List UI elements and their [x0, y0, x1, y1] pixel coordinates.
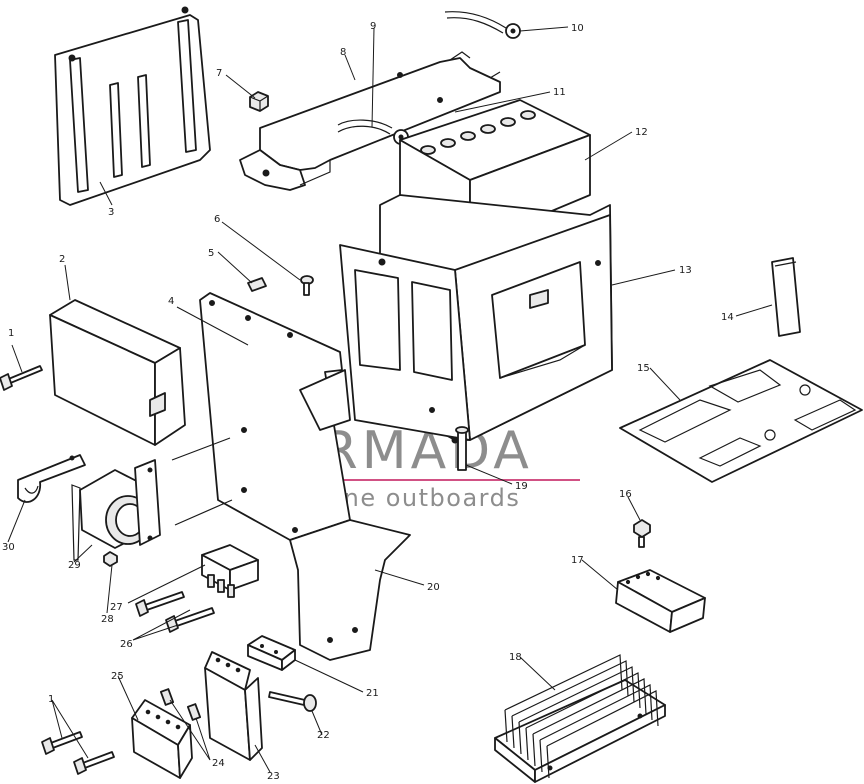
- callout-19: 19: [515, 481, 528, 492]
- part-19-post: [455, 426, 469, 471]
- callout-11: 11: [553, 87, 566, 98]
- callout-6: 6: [214, 214, 220, 225]
- callout-3: 3: [108, 207, 114, 218]
- part-2-relay-cover: [49, 299, 186, 446]
- battery-cell-caps: [420, 110, 536, 155]
- callout-8: 8: [340, 47, 346, 58]
- callout-12: 12: [635, 127, 648, 138]
- part-28-nut: [103, 551, 118, 567]
- part-6-screw: [300, 275, 314, 296]
- callout-15: 15: [637, 363, 650, 374]
- part-29-solenoid: [71, 459, 161, 561]
- callout-1-lower: 1: [48, 694, 54, 705]
- callout-17: 17: [571, 555, 584, 566]
- part-1-bolt-upper: [0, 365, 43, 391]
- part-26-bolts: [135, 591, 215, 633]
- callout-1-upper: 1: [8, 328, 14, 339]
- part-23-cdi-module: [204, 651, 263, 761]
- callout-27: 27: [110, 602, 123, 613]
- callout-2: 2: [59, 254, 65, 265]
- part-14-foam-strip: [771, 257, 801, 337]
- callout-13: 13: [679, 265, 692, 276]
- callout-23: 23: [267, 771, 280, 782]
- part-25-ignition-module: [131, 699, 193, 779]
- part-16-bolt: [633, 519, 651, 548]
- part-13-battery-box: [339, 194, 613, 444]
- callout-20: 20: [427, 582, 440, 593]
- callout-22: 22: [317, 730, 330, 741]
- callout-26: 26: [120, 639, 133, 650]
- part-15-rubber-mat: [619, 359, 863, 483]
- part-5-clip: [247, 277, 267, 292]
- callout-21: 21: [366, 688, 379, 699]
- callout-24: 24: [212, 758, 225, 769]
- callout-numbers: 1 2 3 4 5 6 7 8 9 10 11 12 13 14 15 16 1…: [2, 21, 734, 782]
- callout-4: 4: [168, 296, 174, 307]
- part-1-bolts-lower: [41, 731, 115, 775]
- part-10-ring-cable: [444, 11, 521, 39]
- callout-10: 10: [571, 23, 584, 34]
- part-18-heat-sink: [494, 654, 666, 783]
- callout-18: 18: [509, 652, 522, 663]
- part-21-spacer: [247, 635, 296, 671]
- part-17-rectifier: [615, 569, 706, 633]
- callout-14: 14: [721, 312, 734, 323]
- part-7-nut: [249, 91, 269, 112]
- part-20-mounting-plate: [171, 292, 411, 661]
- callout-5: 5: [208, 248, 214, 259]
- callout-9: 9: [370, 21, 376, 32]
- heat-sink-fins: [504, 654, 659, 779]
- leader-lines: [7, 26, 773, 773]
- callout-16: 16: [619, 489, 632, 500]
- callout-28: 28: [101, 614, 114, 625]
- part-22-screw: [268, 691, 317, 712]
- part-3-cover-plate: [54, 6, 211, 206]
- part-30-clamp: [17, 454, 86, 503]
- part-8-battery-bracket: [239, 51, 501, 191]
- callout-25: 25: [111, 671, 124, 682]
- callout-29: 29: [68, 560, 81, 571]
- callout-30: 30: [2, 542, 15, 553]
- callout-7: 7: [216, 68, 222, 79]
- part-27-regulator: [201, 544, 259, 598]
